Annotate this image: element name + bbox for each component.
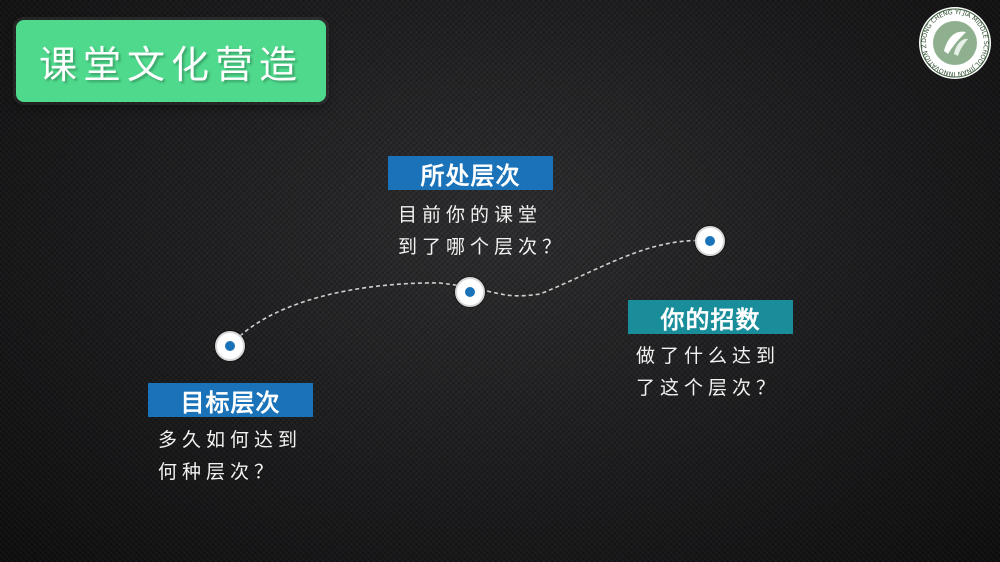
label-target-level: 目标层次 xyxy=(148,383,313,417)
dashed-connector xyxy=(229,239,711,347)
desc-method-line2: 了这个层次？ xyxy=(636,377,781,399)
label-current-level: 所处层次 xyxy=(388,156,553,190)
leaf-icon xyxy=(944,31,966,54)
desc-target-line1: 多久如何达到 xyxy=(158,429,303,451)
leaf-small-icon xyxy=(954,38,968,56)
label-your-method: 你的招数 xyxy=(628,300,793,334)
title-banner: 课堂文化营造 xyxy=(16,20,326,102)
desc-current-level: 目前你的课堂 到了哪个层次？ xyxy=(398,199,566,263)
desc-target-line2: 何种层次？ xyxy=(158,461,279,483)
desc-your-method: 做了什么达到 了这个层次？ xyxy=(636,340,780,404)
desc-current-line2: 到了哪个层次？ xyxy=(398,236,567,258)
desc-current-line1: 目前你的课堂 xyxy=(398,204,543,226)
node-current xyxy=(454,276,486,308)
school-logo: DONG CHENG YI JIA MIDDLE SCHOOL JINAN IN… xyxy=(918,6,991,79)
desc-target-level: 多久如何达到 何种层次？ xyxy=(158,424,302,488)
node-method xyxy=(694,225,726,257)
page-title: 课堂文化营造 xyxy=(38,42,303,87)
node-target xyxy=(214,330,246,362)
desc-method-line1: 做了什么达到 xyxy=(636,345,781,367)
